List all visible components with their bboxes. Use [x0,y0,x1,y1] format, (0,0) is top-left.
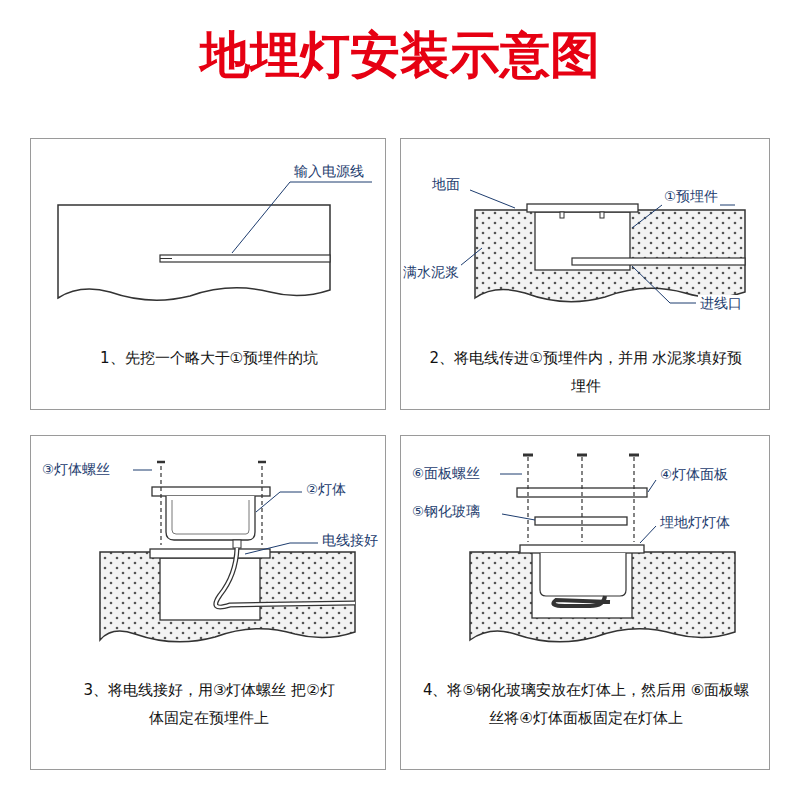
title: 地埋灯安装示意图 [0,22,800,89]
part-label: ④灯体面板 [658,466,730,484]
step-caption: 2、将电线传进①预埋件内，并用 水泥浆填好预埋件 [426,344,746,400]
part-label: 进线口 [698,295,744,313]
part-label: 地面 [430,176,462,194]
step-panel: 4、将⑤钢化玻璃安放在灯体上，然后用 ⑥面板螺丝将④灯体面板固定在灯体上 [400,435,770,770]
part-label: ⑥面板螺丝 [410,465,482,483]
ground-with-embedded-part [455,190,745,303]
part-label: ⑤钢化玻璃 [410,503,482,521]
step-caption: 3、将电线接好，用③灯体螺丝 把②灯体固定在预埋件上 [79,676,339,732]
part-label: ①预埋件 [662,188,720,206]
step-caption: 4、将⑤钢化玻璃安放在灯体上，然后用 ⑥面板螺丝将④灯体面板固定在灯体上 [416,676,756,732]
part-label: ②灯体 [304,481,348,499]
part-label: 埋地灯灯体 [658,514,732,532]
lamp-body-fixing [100,462,355,642]
part-label: ③灯体螺丝 [40,461,112,479]
ground-block [58,182,372,300]
part-label: 输入电源线 [292,163,366,181]
panel-fixing [470,455,735,642]
part-label: 满水泥浆 [401,264,461,282]
part-label: 电线接好 [320,532,380,550]
step-caption: 1、先挖一个略大于①预埋件的坑 [59,344,359,372]
